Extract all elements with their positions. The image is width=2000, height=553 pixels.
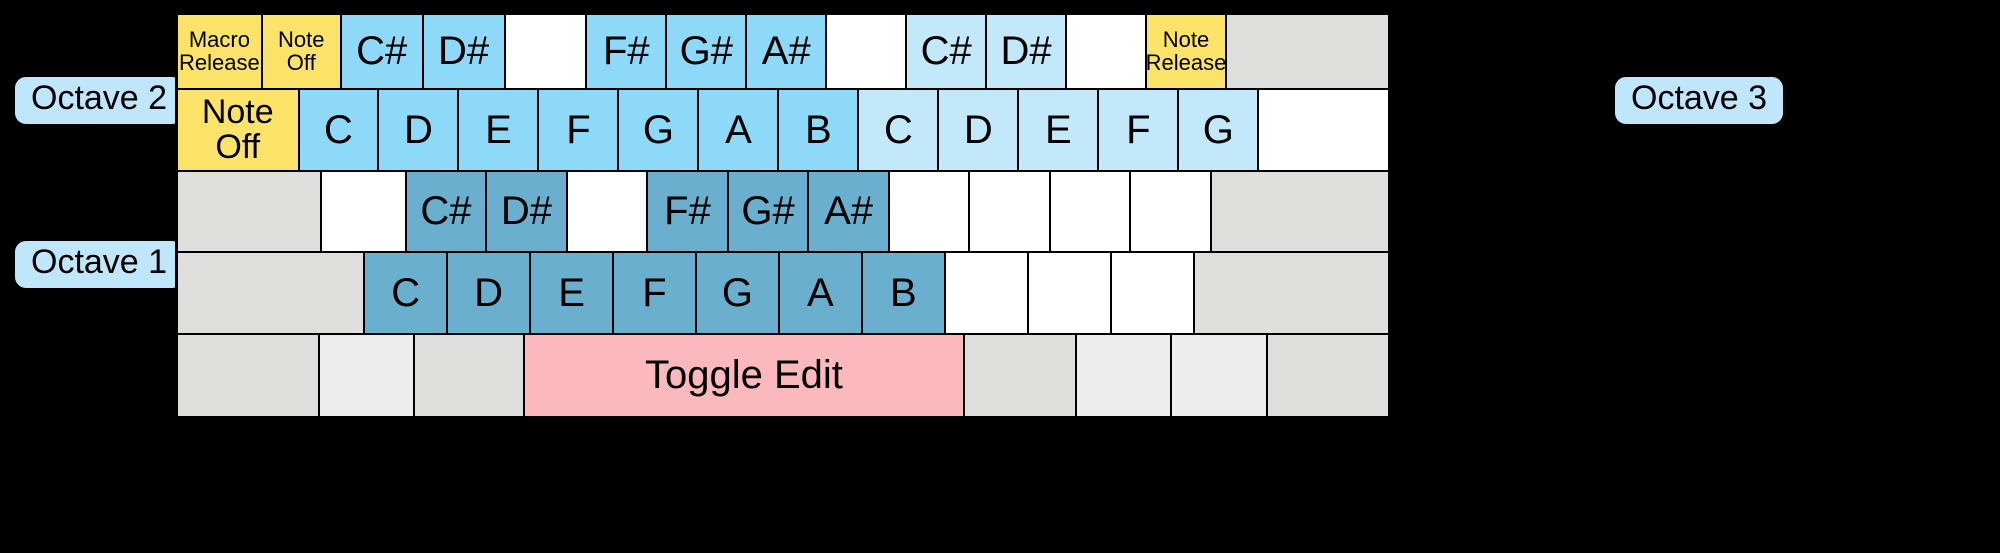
key-f[interactable]: F bbox=[539, 90, 620, 172]
octave-1-label: Octave 1 bbox=[12, 238, 187, 291]
key-a-sharp[interactable]: A# bbox=[747, 15, 828, 91]
key-a[interactable]: A bbox=[779, 253, 863, 335]
key-blank-2-12 bbox=[1211, 171, 1388, 254]
row-5-space: Toggle Edit bbox=[178, 334, 1388, 416]
key-blank-2-4 bbox=[567, 171, 649, 254]
key-blank-3-0 bbox=[178, 253, 366, 335]
key-blank-2-9 bbox=[970, 171, 1051, 254]
key-g[interactable]: G bbox=[696, 253, 780, 335]
key-f-sharp[interactable]: F# bbox=[587, 15, 668, 91]
key-note-off[interactable]: Note Off bbox=[178, 90, 300, 172]
key-g-sharp[interactable]: G# bbox=[667, 15, 748, 91]
row-3-asdf: C#D# F#G#A# bbox=[178, 171, 1388, 254]
key-f-sharp[interactable]: F# bbox=[648, 171, 729, 254]
key-blank-4-5 bbox=[1076, 334, 1173, 416]
key-blank-0-13 bbox=[1227, 15, 1388, 91]
key-blank-3-10 bbox=[1111, 253, 1195, 335]
key-blank-0-4 bbox=[505, 15, 588, 91]
key-e[interactable]: E bbox=[1019, 90, 1100, 172]
key-d-sharp[interactable]: D# bbox=[487, 171, 568, 254]
key-toggle-edit[interactable]: Toggle Edit bbox=[524, 334, 966, 416]
key-e[interactable]: E bbox=[459, 90, 540, 172]
key-f[interactable]: F bbox=[1099, 90, 1180, 172]
key-blank-0-11 bbox=[1067, 15, 1148, 91]
key-blank-1-13 bbox=[1259, 90, 1388, 172]
key-c-sharp[interactable]: C# bbox=[907, 15, 988, 91]
key-blank-0-8 bbox=[827, 15, 908, 91]
key-blank-3-9 bbox=[1028, 253, 1112, 335]
key-f[interactable]: F bbox=[614, 253, 697, 335]
key-c[interactable]: C bbox=[365, 253, 449, 335]
key-blank-3-11 bbox=[1194, 253, 1388, 335]
key-blank-4-0 bbox=[178, 334, 320, 416]
key-g[interactable]: G bbox=[1179, 90, 1260, 172]
key-d-sharp[interactable]: D# bbox=[423, 15, 506, 91]
key-blank-2-1 bbox=[322, 171, 407, 254]
key-g[interactable]: G bbox=[619, 90, 700, 172]
key-a[interactable]: A bbox=[699, 90, 780, 172]
key-blank-3-8 bbox=[945, 253, 1029, 335]
key-d-sharp[interactable]: D# bbox=[987, 15, 1068, 91]
key-blank-2-8 bbox=[889, 171, 971, 254]
key-blank-2-11 bbox=[1131, 171, 1212, 254]
octave-3-label: Octave 3 bbox=[1612, 74, 1787, 127]
key-blank-4-6 bbox=[1172, 334, 1269, 416]
key-c[interactable]: C bbox=[299, 90, 380, 172]
key-blank-4-2 bbox=[415, 334, 525, 416]
key-blank-4-1 bbox=[319, 334, 416, 416]
key-b[interactable]: B bbox=[779, 90, 860, 172]
key-a-sharp[interactable]: A# bbox=[809, 171, 890, 254]
key-e[interactable]: E bbox=[531, 253, 615, 335]
key-c-sharp[interactable]: C# bbox=[406, 171, 488, 254]
key-c-sharp[interactable]: C# bbox=[341, 15, 424, 91]
key-g-sharp[interactable]: G# bbox=[728, 171, 810, 254]
key-blank-4-7 bbox=[1268, 334, 1388, 416]
key-blank-2-0 bbox=[178, 171, 323, 254]
key-blank-4-4 bbox=[965, 334, 1077, 416]
key-note-off[interactable]: Note Off bbox=[262, 15, 342, 91]
key-note-release[interactable]: Note Release bbox=[1147, 15, 1227, 91]
key-d[interactable]: D bbox=[939, 90, 1020, 172]
key-d[interactable]: D bbox=[379, 90, 460, 172]
key-b[interactable]: B bbox=[862, 253, 946, 335]
octave-2-label: Octave 2 bbox=[12, 74, 187, 127]
key-macro-release[interactable]: Macro Release bbox=[178, 15, 263, 91]
key-d[interactable]: D bbox=[448, 253, 532, 335]
key-blank-2-10 bbox=[1050, 171, 1132, 254]
key-c[interactable]: C bbox=[859, 90, 940, 172]
